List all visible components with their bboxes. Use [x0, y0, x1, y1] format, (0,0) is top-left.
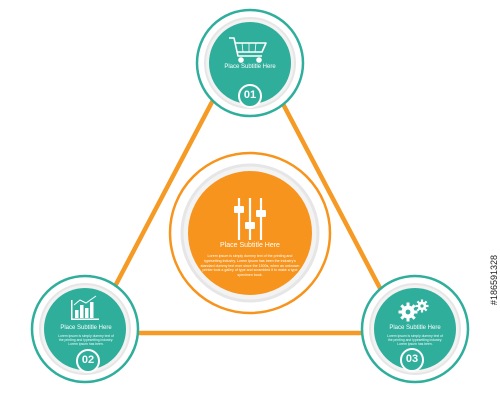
stock-image-id: #186591328 [489, 255, 499, 306]
node-01-circle [195, 8, 305, 118]
gears-icon [398, 299, 429, 322]
node-02-title: Place Subtitle Here [60, 325, 112, 331]
connector-right [279, 99, 385, 295]
connector-left [109, 99, 215, 295]
node-03-body: Lorem ipsum is simply dummy text of the … [387, 334, 443, 347]
node-01-number: 01 [243, 89, 257, 101]
node-03-number: 03 [405, 353, 419, 365]
connector-lines [109, 99, 385, 336]
equalizer-sliders-icon [234, 198, 266, 240]
node-03-title: Place Subtitle Here [389, 325, 441, 331]
node-01-title: Place Subtitle Here [224, 64, 276, 70]
center-body: Lorem ipsum is simply dummy text of the … [200, 254, 300, 278]
center-title: Place Subtitle Here [220, 242, 280, 249]
node-02-body: Lorem ipsum is simply dummy text of the … [58, 334, 114, 347]
bar-chart-icon [71, 295, 99, 320]
node-02-number: 02 [81, 354, 95, 366]
shopping-cart-icon [229, 37, 267, 63]
node-02-circle [30, 274, 140, 384]
node-03-circle [360, 274, 470, 384]
